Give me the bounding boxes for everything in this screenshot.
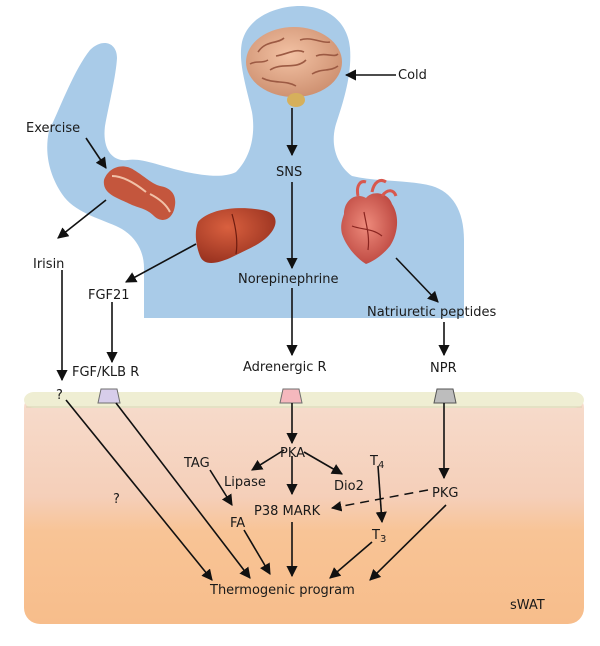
label-irisin: Irisin <box>33 257 64 272</box>
arm-muscle-icon <box>103 166 176 220</box>
label-cold: Cold <box>398 68 427 83</box>
label-t4: T4 <box>369 454 384 471</box>
label-tag: TAG <box>183 456 210 471</box>
label-fa: FA <box>230 516 245 531</box>
label-norepinephrine: Norepinephrine <box>238 272 339 287</box>
label-question-mid: ? <box>113 492 120 507</box>
label-sns: SNS <box>276 165 302 180</box>
label-adrenergic-r: Adrenergic R <box>243 360 327 375</box>
npr-receptor <box>433 388 457 404</box>
fgf-klb-receptor <box>97 388 121 404</box>
brain-icon <box>246 27 342 107</box>
adrenergic-receptor <box>279 388 303 404</box>
liver-icon <box>195 208 276 263</box>
label-thermogenic-program: Thermogenic program <box>209 583 355 598</box>
label-pka: PKA <box>280 446 305 461</box>
label-p38-mark: P38 MARK <box>254 504 321 519</box>
label-exercise: Exercise <box>26 121 80 136</box>
pathway-arrows <box>56 69 450 581</box>
label-question-top: ? <box>56 388 63 403</box>
label-pkg: PKG <box>432 486 458 501</box>
label-lipase: Lipase <box>224 475 266 490</box>
label-t3: T3 <box>371 528 386 545</box>
label-fgf21: FGF21 <box>88 288 130 303</box>
label-natriuretic-peptides: Natriuretic peptides <box>367 305 496 320</box>
heart-icon <box>341 178 398 264</box>
label-dio2: Dio2 <box>334 479 364 494</box>
label-swat: sWAT <box>510 598 545 613</box>
label-fgf-klb-r: FGF/KLB R <box>72 365 139 380</box>
label-npr: NPR <box>430 361 457 376</box>
